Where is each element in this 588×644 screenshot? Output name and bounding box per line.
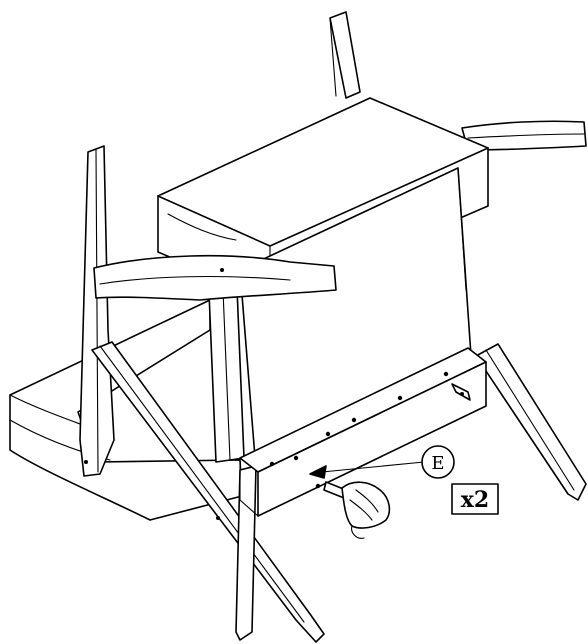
armrest-right [461, 120, 587, 151]
back-leg-top [329, 11, 361, 99]
seat-cushion [157, 97, 489, 301]
front-leg-diagonal [91, 341, 325, 643]
quantity-label: x2 [461, 487, 489, 513]
part-letter: E [431, 453, 444, 474]
part-label-e: E [421, 445, 455, 479]
callout-arrow [309, 461, 425, 479]
hand-with-screwdriver [315, 481, 391, 539]
leg-right-diagonal [475, 343, 587, 501]
stretcher-rail [239, 347, 487, 517]
screw-installed [451, 383, 471, 401]
back-post-left [79, 145, 115, 477]
armrest-left [93, 254, 337, 301]
quantity-box: x2 [451, 483, 499, 515]
leg-bottom-diagonal [235, 465, 257, 641]
